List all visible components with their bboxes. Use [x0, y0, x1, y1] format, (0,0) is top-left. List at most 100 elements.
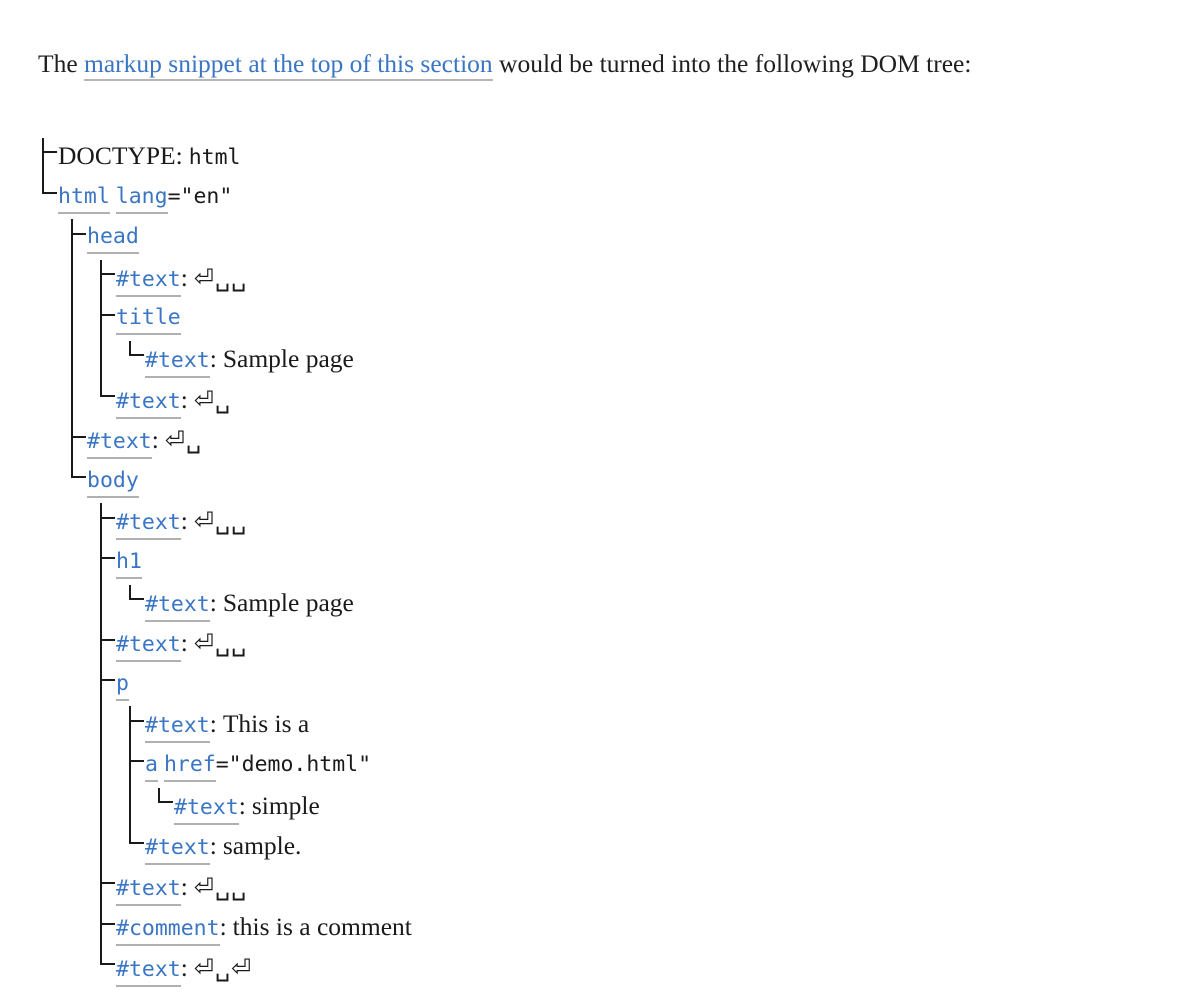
dom-tree-row-content: #text:⏎␣⏎	[116, 948, 252, 989]
node-type-token[interactable]: #text	[116, 957, 181, 987]
dom-tree-row-content: #text:sample.	[145, 826, 301, 867]
tree-tee-connector	[129, 719, 144, 722]
element-tag-token[interactable]: p	[116, 670, 129, 701]
tree-tee-connector	[129, 760, 144, 763]
tree-tee-connector	[71, 435, 86, 438]
tree-guide-line	[100, 503, 102, 965]
colon-separator: :	[151, 425, 159, 455]
node-type-token[interactable]: #text	[145, 348, 210, 378]
element-tag-token[interactable]: h1	[116, 549, 142, 579]
tree-elbow-connector	[129, 354, 144, 357]
node-type-token[interactable]: #comment	[116, 916, 220, 947]
dom-tree-row-content: #text:Sample page	[145, 339, 354, 380]
element-tag-token[interactable]: html	[58, 183, 110, 214]
tree-guide-line	[129, 706, 131, 843]
node-type-token[interactable]: #text	[116, 266, 181, 297]
dom-tree-row-content: DOCTYPE:html	[58, 136, 240, 177]
tree-elbow-connector	[100, 963, 115, 966]
element-tag-token[interactable]: body	[87, 467, 139, 498]
tree-tee-connector	[100, 638, 115, 641]
tree-guide-line	[129, 584, 131, 599]
dom-tree-row: title	[0, 298, 1200, 339]
tree-tee-connector	[100, 557, 115, 560]
markup-snippet-link[interactable]: markup snippet at the top of this sectio…	[84, 48, 493, 81]
element-tag-token[interactable]: title	[116, 305, 181, 336]
node-type-token[interactable]: #text	[116, 875, 181, 906]
element-tag-token[interactable]: a	[145, 752, 158, 782]
colon-separator: :	[219, 912, 227, 942]
colon-separator: :	[180, 953, 188, 982]
dom-tree-row-content: p	[116, 664, 129, 705]
whitespace-glyphs: ⏎␣␣	[193, 872, 248, 901]
attribute-value-token: ="en"	[167, 183, 233, 209]
doctype-label: DOCTYPE	[58, 141, 176, 170]
dom-tree-row-content: #text:⏎␣	[116, 380, 231, 421]
text-content-token: this is a comment	[232, 912, 412, 942]
dom-tree-row-content: #text:⏎␣␣	[116, 867, 247, 908]
colon-separator: :	[209, 344, 217, 373]
dom-tree-row-content: body	[87, 461, 139, 502]
dom-tree-row-content: #text:⏎␣	[87, 420, 202, 461]
dom-tree-row: #text:⏎␣␣	[0, 623, 1200, 664]
dom-tree-row: head	[0, 217, 1200, 258]
tree-elbow-connector	[129, 597, 144, 600]
node-type-token[interactable]: #text	[145, 591, 210, 622]
dom-tree-row: #text:simple	[0, 786, 1200, 827]
tree-elbow-connector	[42, 191, 57, 194]
tree-guide-line	[42, 138, 44, 193]
node-type-token[interactable]: #text	[87, 429, 152, 460]
text-content-token: This is a	[222, 709, 310, 739]
dom-tree-row-content: head	[87, 217, 139, 258]
whitespace-glyphs: ⏎␣␣	[193, 629, 248, 658]
intro-paragraph: The markup snippet at the top of this se…	[38, 40, 1018, 88]
node-type-token[interactable]: #text	[145, 713, 210, 744]
tree-tee-connector	[71, 232, 86, 235]
text-content-token: simple	[251, 790, 320, 820]
text-content-token: sample.	[222, 831, 302, 861]
tree-elbow-connector	[71, 476, 86, 479]
tree-tee-connector	[100, 882, 115, 885]
whitespace-glyphs: ⏎␣	[164, 426, 203, 455]
element-tag-token[interactable]: head	[87, 224, 139, 255]
node-type-token[interactable]: #text	[116, 510, 181, 541]
tree-tee-connector	[100, 922, 115, 925]
dom-tree-row-content: #text:simple	[174, 786, 320, 827]
dom-tree-row: #text:Sample page	[0, 583, 1200, 624]
node-type-token[interactable]: #text	[116, 388, 181, 419]
colon-separator: :	[180, 628, 188, 658]
colon-separator: :	[180, 262, 188, 292]
dom-tree-row: #text:⏎␣␣	[0, 867, 1200, 908]
dom-tree-row-content: h1	[116, 542, 142, 583]
tree-elbow-connector	[100, 394, 115, 397]
attribute-name-token[interactable]: href	[163, 752, 216, 782]
dom-tree-row-content: title	[116, 298, 181, 339]
node-type-token[interactable]: #text	[174, 794, 239, 825]
dom-tree-row-content: #text:This is a	[145, 704, 309, 745]
tree-elbow-connector	[129, 841, 144, 844]
dom-tree-row: #text:Sample page	[0, 339, 1200, 380]
dom-tree-row: #text:⏎␣	[0, 380, 1200, 421]
dom-tree-row: body	[0, 461, 1200, 502]
dom-tree-row-content: #comment:this is a comment	[116, 907, 412, 948]
dom-tree-row-content: #text:Sample page	[145, 583, 354, 624]
whitespace-glyphs: ⏎␣␣	[193, 507, 248, 536]
dom-tree-row-content: #text:⏎␣␣	[116, 258, 247, 299]
node-type-token[interactable]: #text	[116, 632, 181, 663]
tree-tee-connector	[100, 679, 115, 682]
tree-elbow-connector	[158, 800, 173, 803]
node-type-token[interactable]: #text	[145, 835, 210, 866]
attribute-name-token[interactable]: lang	[115, 183, 168, 214]
tree-tee-connector	[100, 516, 115, 519]
intro-text-after: would be turned into the following DOM t…	[492, 48, 972, 78]
dom-tree-row: #text:This is a	[0, 704, 1200, 745]
colon-separator: :	[209, 709, 217, 739]
colon-separator: :	[180, 384, 188, 414]
tree-guide-line	[100, 259, 102, 396]
dom-tree-row: #text:⏎␣␣	[0, 258, 1200, 299]
tree-tee-connector	[42, 151, 57, 154]
